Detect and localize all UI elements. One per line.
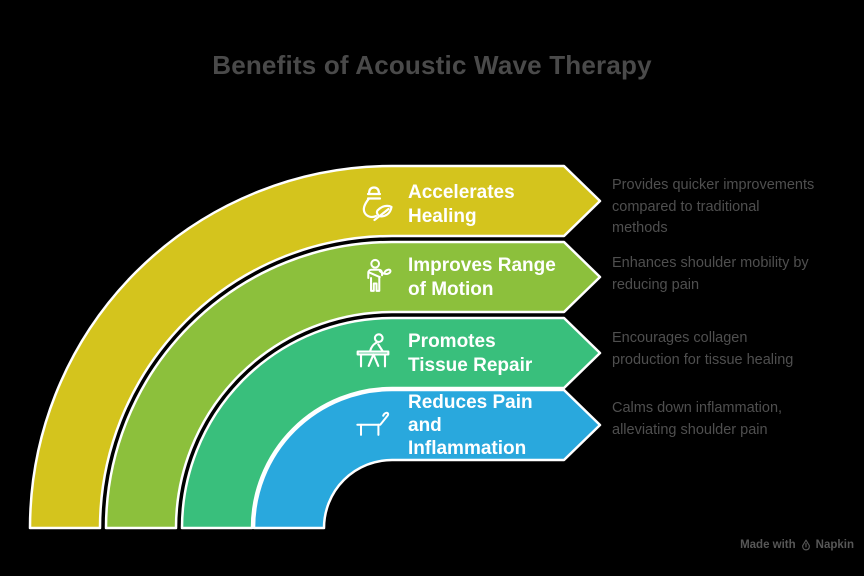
recliner-icon xyxy=(356,411,390,436)
band-description-promotes-tissue-repair: Encourages collagen production for tissu… xyxy=(612,330,794,368)
band-description-accelerates-healing: Provides quicker improvements compared t… xyxy=(612,177,815,236)
made-with-text: Made with xyxy=(740,539,796,551)
band-label-improves-range-of-motion: Improves Range of Motion xyxy=(408,255,556,300)
healing-dropper-leaf-icon xyxy=(362,186,393,222)
napkin-pen-nib-icon xyxy=(801,539,810,551)
band-label-promotes-tissue-repair: Promotes Tissue Repair xyxy=(408,331,533,376)
therapy-table-icon xyxy=(356,333,390,368)
band-label-reduces-pain-inflammation: Reduces Pain and Inflammation xyxy=(408,392,533,459)
brand-text: Napkin xyxy=(815,539,854,551)
band-label-accelerates-healing: Accelerates Healing xyxy=(408,182,515,227)
band-arrow-accelerates-healing xyxy=(28,164,602,530)
band-arrow-improves-range-of-motion xyxy=(104,240,602,530)
page-title: Benefits of Acoustic Wave Therapy xyxy=(212,50,652,80)
band-arrow-promotes-tissue-repair xyxy=(180,316,602,530)
band-description-reduces-pain-inflammation: Calms down inflammation, alleviating sho… xyxy=(612,400,783,438)
person-range-of-motion-icon xyxy=(367,258,392,292)
band-arrow-reduces-pain-inflammation xyxy=(252,388,602,530)
attribution: Made with Napkin xyxy=(740,539,854,551)
band-description-improves-range-of-motion: Enhances shoulder mobility by reducing p… xyxy=(612,255,809,293)
